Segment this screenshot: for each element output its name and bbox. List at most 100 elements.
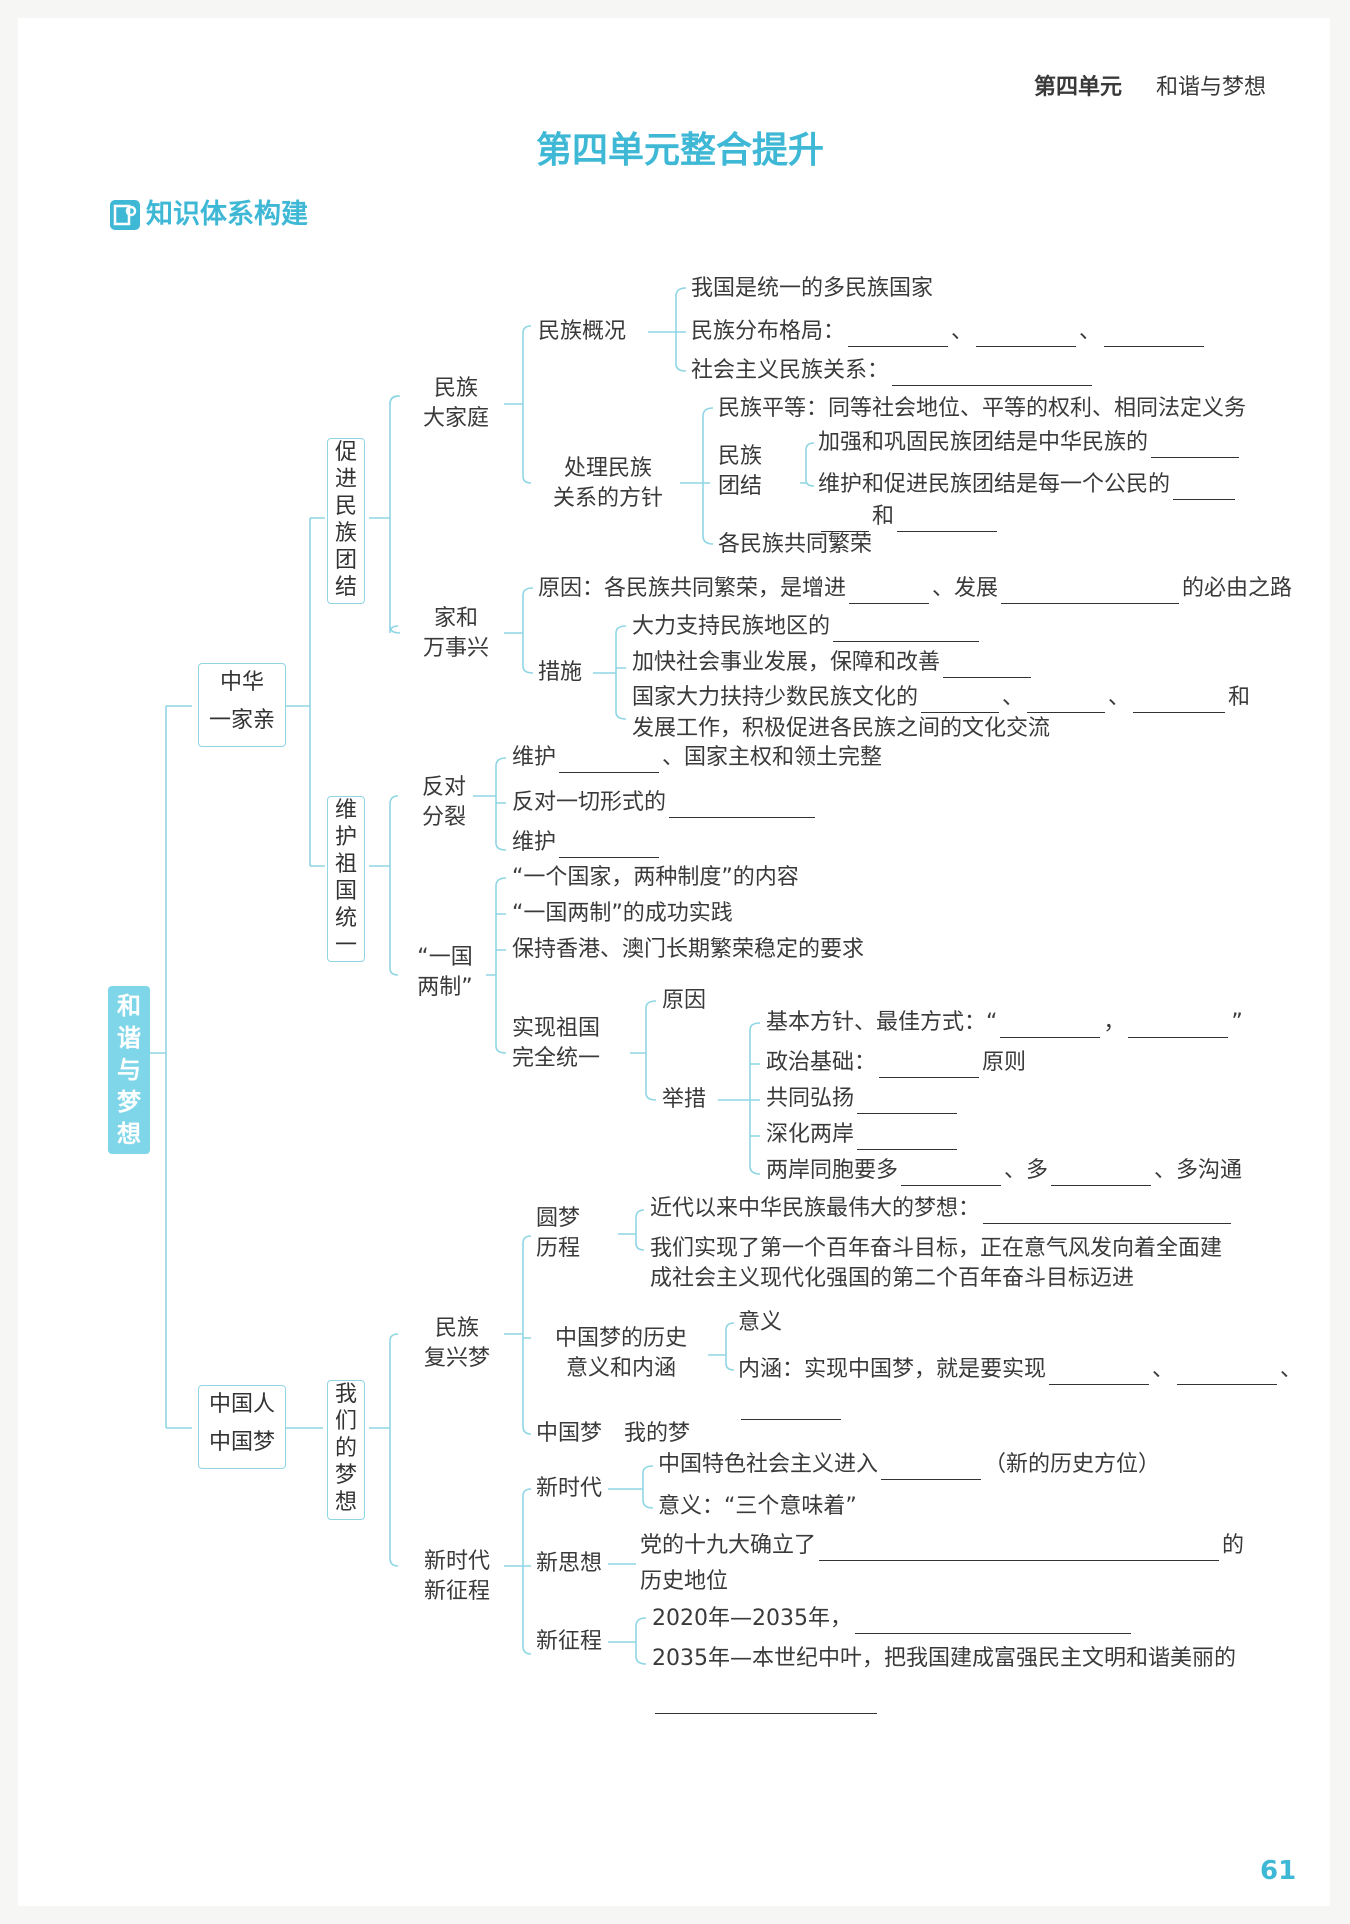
blank[interactable]	[921, 688, 1000, 713]
node-zhonghua-yijiaqin: 中华一家亲	[198, 663, 286, 747]
blank[interactable]	[881, 1455, 982, 1480]
blank[interactable]	[854, 1609, 1131, 1634]
node-xinshidai: 新时代	[536, 1476, 603, 1501]
xinshidai-item-1: 中国特色社会主义进入（新的历史方位）	[658, 1450, 1160, 1480]
blank[interactable]	[1173, 475, 1236, 500]
tuanjie-item-2: 维护和促进民族团结是每一个公民的	[818, 470, 1238, 500]
blank[interactable]	[857, 1089, 958, 1114]
blank[interactable]	[1133, 688, 1226, 713]
zhongguomeng-neihan-cont	[738, 1390, 844, 1420]
blank[interactable]	[819, 1536, 1220, 1561]
fangzhen-fanrong: 各民族共同繁荣	[718, 532, 873, 557]
node-yuanmeng-licheng: 圆梦历程	[536, 1206, 581, 1261]
section-label: 知识体系构建	[146, 199, 308, 230]
jucuo-item-5: 两岸同胞要多、多、多沟通	[766, 1156, 1242, 1186]
node-minzu-dajiating: 民族大家庭	[422, 376, 489, 431]
node-fandui-fenlie: 反对分裂	[421, 775, 466, 830]
blank[interactable]	[741, 1395, 841, 1420]
blank[interactable]	[897, 507, 998, 532]
blank[interactable]	[983, 1199, 1232, 1224]
blank[interactable]	[943, 653, 1032, 678]
node-yiguo-liangzhi: “一国两制”	[417, 945, 473, 1000]
gaikuang-item-3: 社会主义民族关系：	[691, 356, 1095, 386]
cuoshi-item-4: 发展工作，积极促进各民族之间的文化交流	[632, 716, 1051, 741]
fandui-item-2: 反对一切形式的	[512, 788, 818, 818]
tuanjie-item-1: 加强和巩固民族团结是中华民族的	[818, 428, 1242, 458]
jucuo-item-1: 基本方针、最佳方式：“，”	[766, 1008, 1243, 1038]
blank[interactable]	[1151, 433, 1240, 458]
blank[interactable]	[1000, 1013, 1101, 1038]
yiguo-item-3: 保持香港、澳门长期繁荣稳定的要求	[512, 937, 865, 962]
blank[interactable]	[892, 361, 1093, 386]
blank[interactable]	[857, 1125, 958, 1150]
node-shixian-tongyi: 实现祖国完全统一	[512, 1016, 601, 1071]
page-title: 第四单元整合提升	[536, 129, 825, 171]
node-cujin-minzu-tuanjie: 促进民族团结	[327, 438, 365, 604]
tongyi-yuanyin: 原因	[662, 988, 707, 1013]
yiguo-item-2: “一国两制”的成功实践	[512, 901, 733, 926]
fandui-item-1: 维护、国家主权和领土完整	[512, 743, 882, 773]
blank[interactable]	[833, 617, 980, 642]
blank[interactable]	[1027, 688, 1106, 713]
blank[interactable]	[848, 322, 949, 347]
header-theme: 和谐与梦想	[1156, 75, 1267, 100]
blank[interactable]	[849, 579, 930, 604]
xinzhengcheng-item-2-cont	[652, 1684, 880, 1714]
cuoshi-item-3: 国家大力扶持少数民族文化的、、和	[632, 683, 1250, 713]
node-jucuo: 举措	[662, 1087, 707, 1112]
yuanmeng-item-2: 我们实现了第一个百年奋斗目标，正在意气风发向着全面建成社会主义现代化强国的第二个…	[650, 1236, 1223, 1291]
fandui-item-3: 维护	[512, 828, 662, 858]
blank[interactable]	[1049, 1360, 1150, 1385]
blank[interactable]	[1051, 1161, 1152, 1186]
node-cuoshi: 措施	[538, 660, 583, 685]
node-minzu-gaikuang: 民族概况	[538, 319, 627, 344]
fangzhen-pingdeng: 民族平等：同等社会地位、平等的权利、相同法定义务	[718, 396, 1247, 421]
blank[interactable]	[879, 1053, 980, 1078]
node-zhongguomeng-wodemeng: 中国梦 我的梦	[536, 1421, 691, 1446]
tree-connectors	[150, 287, 815, 1665]
xinsixiang-item-cont: 历史地位	[640, 1569, 729, 1594]
node-women-de-mengxiang: 我们的梦想	[327, 1380, 365, 1520]
xinshidai-item-2: 意义：“三个意味着”	[658, 1494, 857, 1519]
blank[interactable]	[1177, 1360, 1278, 1385]
xinzhengcheng-item-2: 2035年—本世纪中叶，把我国建成富强民主文明和谐美丽的	[652, 1646, 1236, 1671]
cuoshi-item-2: 加快社会事业发展，保障和改善	[632, 648, 1034, 678]
jucuo-item-2: 政治基础：原则	[766, 1048, 1026, 1078]
jucuo-item-3: 共同弘扬	[766, 1084, 960, 1114]
zhongguomeng-yiyi: 意义	[738, 1310, 783, 1335]
node-chuli-minzu-guanxi: 处理民族关系的方针	[552, 456, 663, 511]
blank[interactable]	[669, 793, 816, 818]
page: 第四单元 和谐与梦想 第四单元整合提升 知识体系构建 和谐与梦想	[18, 18, 1330, 1906]
jucuo-item-4: 深化两岸	[766, 1120, 960, 1150]
node-minzu-fuxingmeng: 民族复兴梦	[423, 1316, 490, 1371]
blank[interactable]	[1001, 579, 1180, 604]
blank[interactable]	[976, 322, 1077, 347]
blank[interactable]	[1104, 322, 1205, 347]
yuanmeng-item-1: 近代以来中华民族最伟大的梦想：	[650, 1194, 1234, 1224]
node-minzu-tuanjie: 民族团结	[718, 444, 763, 499]
node-zhongguoren-zhongguomeng: 中国人中国梦	[198, 1385, 286, 1469]
section-icon	[110, 200, 140, 230]
node-xinsixiang: 新思想	[536, 1551, 603, 1576]
blank[interactable]	[559, 833, 660, 858]
blank[interactable]	[655, 1689, 877, 1714]
jiahe-yuanyin: 原因：各民族共同繁荣，是增进、发展的必由之路	[538, 574, 1292, 604]
node-zhongguomeng-yiyi: 中国梦的历史意义和内涵	[554, 1326, 687, 1381]
zhongguomeng-neihan: 内涵：实现中国梦，就是要实现、、	[738, 1355, 1302, 1385]
blank[interactable]	[1128, 1013, 1229, 1038]
yiguo-item-1: “一个国家，两种制度”的内容	[512, 865, 799, 890]
theme-sidebar: 和谐与梦想	[108, 986, 150, 1154]
page-number: 61	[1260, 1856, 1297, 1886]
blank[interactable]	[821, 507, 869, 532]
node-weihu-zuguo-tongyi: 维护祖国统一	[327, 796, 365, 962]
node-xinzhengcheng: 新征程	[536, 1629, 603, 1654]
node-jiahe-wanshixing: 家和万事兴	[422, 606, 489, 661]
gaikuang-item-1: 我国是统一的多民族国家	[691, 276, 934, 301]
xinsixiang-item: 党的十九大确立了的	[640, 1531, 1244, 1561]
blank[interactable]	[901, 1161, 1002, 1186]
gaikuang-item-2: 民族分布格局：、、	[691, 317, 1207, 347]
blank[interactable]	[559, 748, 660, 773]
tuanjie-item-3: 和	[818, 502, 1000, 532]
node-xinshidai-xinzhengcheng: 新时代新征程	[423, 1549, 490, 1604]
xinzhengcheng-item-1: 2020年—2035年，	[652, 1604, 1134, 1634]
